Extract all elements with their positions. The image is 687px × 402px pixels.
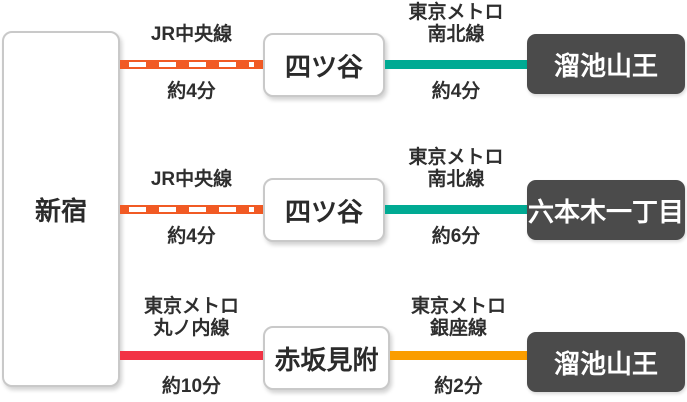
leg2-duration-label: 約2分 <box>434 376 483 397</box>
jr-chuo-line <box>120 60 263 69</box>
leg1-line-label: 東京メトロ 丸ノ内線 <box>120 296 263 340</box>
line-name: 丸ノ内線 <box>153 318 230 339</box>
destination-station-box: 六本木一丁目 <box>527 180 685 240</box>
leg1-line-label: JR中央線 <box>120 147 263 191</box>
via-station-label: 赤坂見附 <box>274 344 379 375</box>
leg2-duration-label: 約6分 <box>431 226 481 247</box>
destination-station-label: 溜池山王 <box>553 348 658 379</box>
via-station-box: 四ツ谷 <box>263 178 385 242</box>
destination-station-label: 六本木一丁目 <box>527 196 684 227</box>
metro-namboku-line <box>385 205 527 214</box>
via-station-box: 四ツ谷 <box>263 33 385 97</box>
leg1-duration-label: 約4分 <box>167 81 216 102</box>
origin-station-box: 新宿 <box>2 31 120 387</box>
line-operator: 東京メトロ <box>143 296 239 317</box>
metro-namboku-line <box>385 60 527 69</box>
metro-marunouchi-line <box>120 351 263 360</box>
jr-chuo-line <box>120 205 263 214</box>
via-station-box: 赤坂見附 <box>263 326 390 390</box>
via-station-label: 四ツ谷 <box>284 51 363 82</box>
destination-station-label: 溜池山王 <box>553 50 658 81</box>
leg2-duration-label: 約4分 <box>431 81 481 102</box>
line-name: 南北線 <box>427 24 485 45</box>
line-name: JR中央線 <box>150 169 233 190</box>
metro-ginza-line <box>390 351 527 360</box>
line-operator: 東京メトロ <box>408 2 504 23</box>
leg1-duration-label: 約4分 <box>167 226 216 247</box>
via-station-label: 四ツ谷 <box>284 196 363 227</box>
leg2-line-label: 東京メトロ 南北線 <box>385 147 527 191</box>
line-name: JR中央線 <box>150 24 233 45</box>
destination-station-box: 溜池山王 <box>527 332 685 392</box>
line-name: 南北線 <box>427 169 485 190</box>
destination-station-box: 溜池山王 <box>527 34 685 94</box>
line-operator: 東京メトロ <box>410 296 506 317</box>
leg1-duration-label: 約10分 <box>161 376 222 397</box>
origin-station-label: 新宿 <box>34 195 87 226</box>
leg2-line-label: 東京メトロ 銀座線 <box>390 296 527 340</box>
line-operator: 東京メトロ <box>408 147 504 168</box>
line-name: 銀座線 <box>429 318 487 339</box>
leg2-line-label: 東京メトロ 南北線 <box>385 2 527 46</box>
leg1-line-label: JR中央線 <box>120 2 263 46</box>
